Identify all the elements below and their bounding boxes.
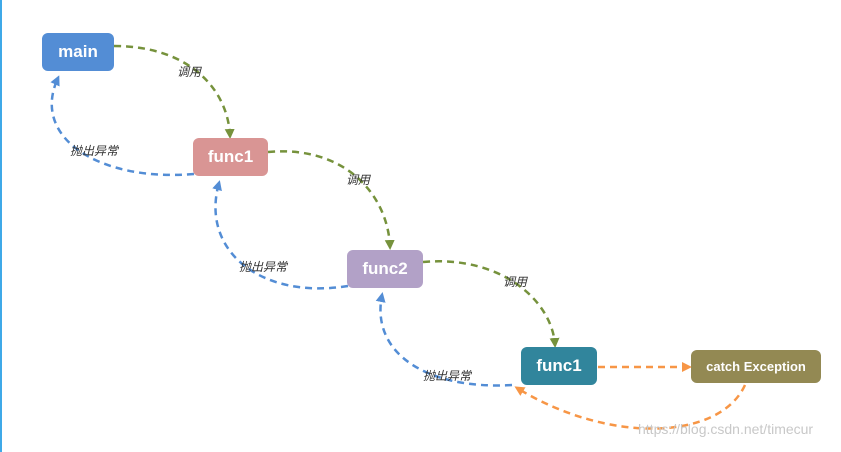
throw-arrow-func2-func1 <box>212 180 349 290</box>
left-accent-rule <box>0 0 2 452</box>
label-call-2: 调用 <box>346 173 371 187</box>
call-arrow-func2-func1 <box>422 260 560 348</box>
label-throw-3: 抛出异常 <box>423 369 472 383</box>
node-catch-exception: catch Exception <box>691 350 821 383</box>
node-func1-first: func1 <box>193 138 268 176</box>
watermark-text: https://blog.csdn.net/timecur <box>638 421 814 437</box>
label-throw-2: 抛出异常 <box>239 260 288 274</box>
throw-arrow-func1-main <box>50 75 195 177</box>
label-call-1: 调用 <box>177 65 202 79</box>
call-arrow-main-func1 <box>113 44 235 139</box>
label-call-3: 调用 <box>503 275 528 289</box>
throw-arrow-func1-func2 <box>375 292 513 387</box>
node-main: main <box>42 33 114 71</box>
node-func1-second: func1 <box>521 347 597 385</box>
return-arrow-catch-func1 <box>514 384 747 430</box>
call-arrow-func1-func2 <box>267 150 395 250</box>
label-throw-1: 抛出异常 <box>70 144 119 158</box>
node-func2: func2 <box>347 250 423 288</box>
